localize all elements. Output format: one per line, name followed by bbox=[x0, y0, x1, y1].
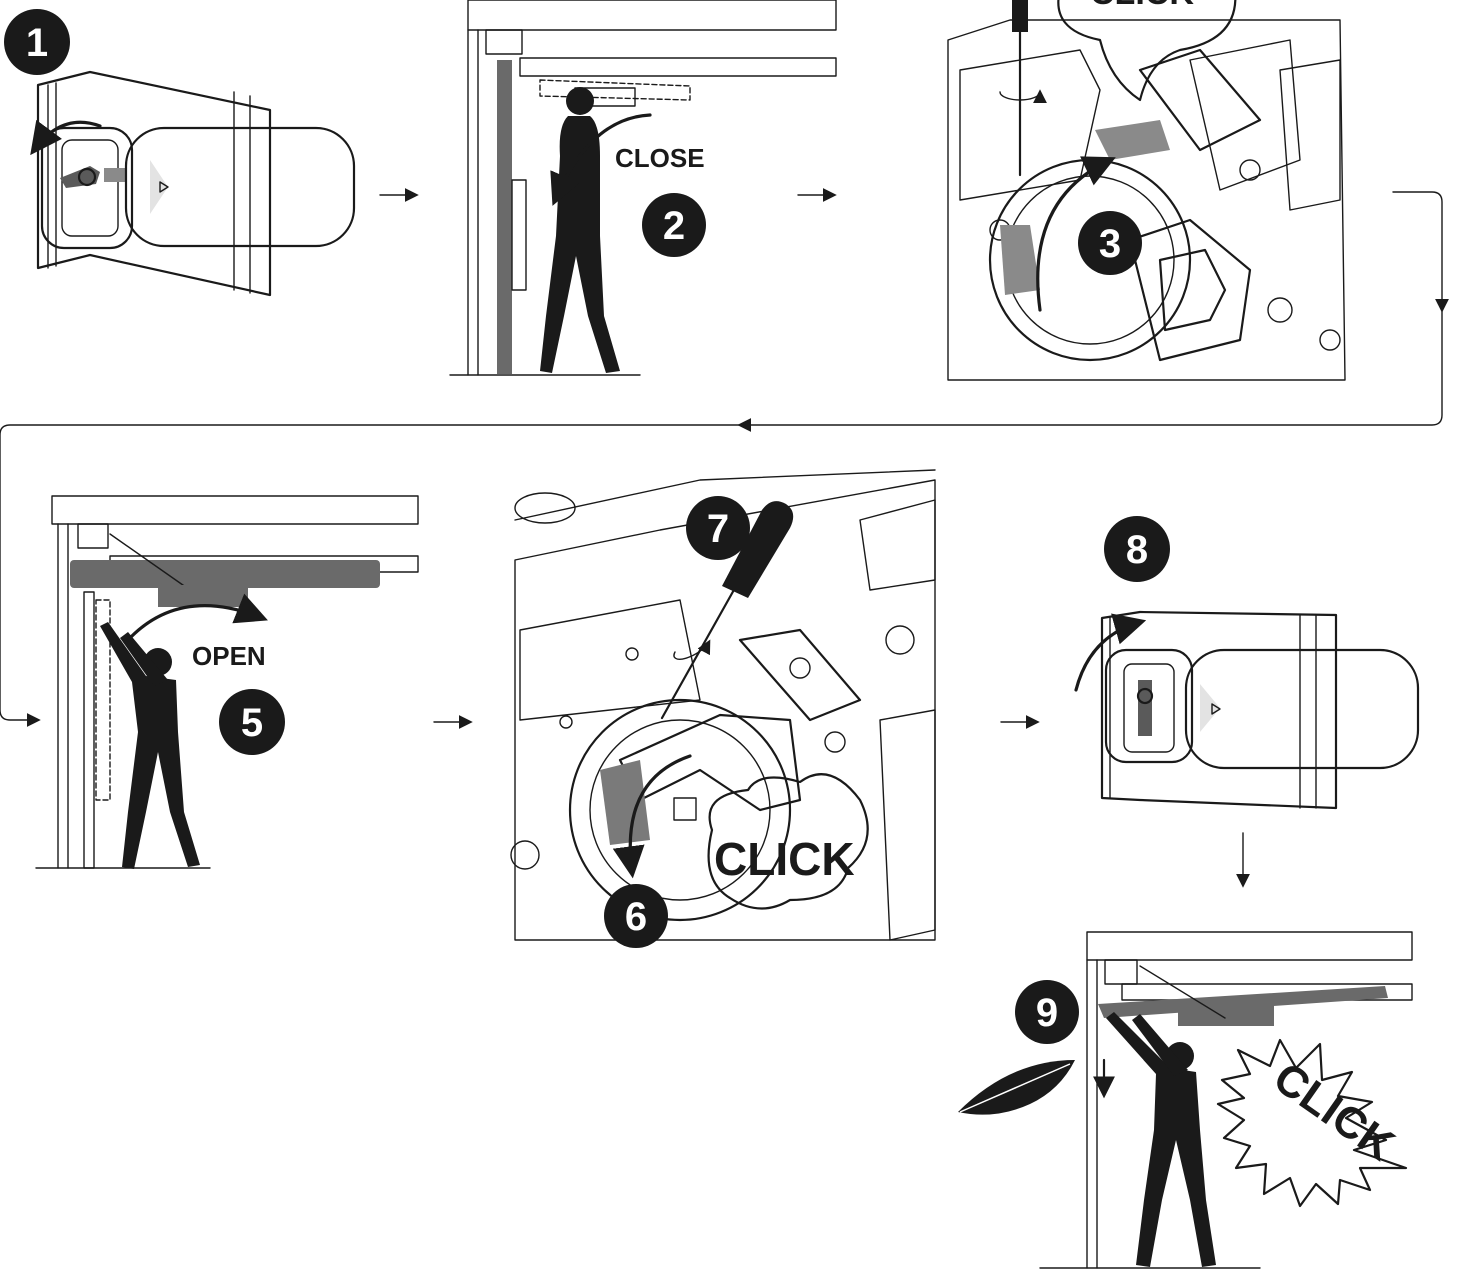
step-2-panel: CLOSE bbox=[450, 0, 836, 375]
step-2-badge: 2 bbox=[642, 193, 706, 257]
step-7-badge: 7 bbox=[686, 496, 750, 560]
flow-connector-back bbox=[740, 310, 1442, 425]
step-5-badge: 5 bbox=[219, 689, 285, 755]
step-8-badge: 8 bbox=[1104, 516, 1170, 582]
step-3-number: 3 bbox=[1099, 222, 1121, 266]
step-1-panel bbox=[34, 72, 354, 295]
step-8-number: 8 bbox=[1126, 528, 1148, 572]
step-1-number: 1 bbox=[26, 21, 48, 65]
step-8-panel bbox=[1076, 612, 1418, 808]
step-9-caption: CLICK bbox=[1265, 1053, 1403, 1170]
step-5-caption: OPEN bbox=[192, 641, 266, 671]
step-3-badge: 3 bbox=[1078, 211, 1142, 275]
step-5-panel: OPEN bbox=[36, 496, 418, 869]
step-5-number: 5 bbox=[241, 701, 263, 745]
step-3-caption: CLICK bbox=[1090, 0, 1194, 12]
step-9-badge: 9 bbox=[1015, 980, 1079, 1044]
step-9-number: 9 bbox=[1036, 991, 1058, 1035]
step-6-caption: CLICK bbox=[714, 833, 855, 885]
step-6-number: 6 bbox=[625, 895, 647, 939]
step-9-panel: CLICK bbox=[958, 932, 1412, 1268]
step-1-badge: 1 bbox=[4, 9, 70, 75]
flow-connector-down bbox=[1393, 192, 1442, 310]
step-6-badge: 6 bbox=[604, 884, 668, 948]
step-2-number: 2 bbox=[663, 204, 685, 248]
step-3-panel: CLICK bbox=[948, 0, 1345, 380]
step-7-number: 7 bbox=[707, 507, 729, 551]
step-2-caption: CLOSE bbox=[615, 143, 705, 173]
